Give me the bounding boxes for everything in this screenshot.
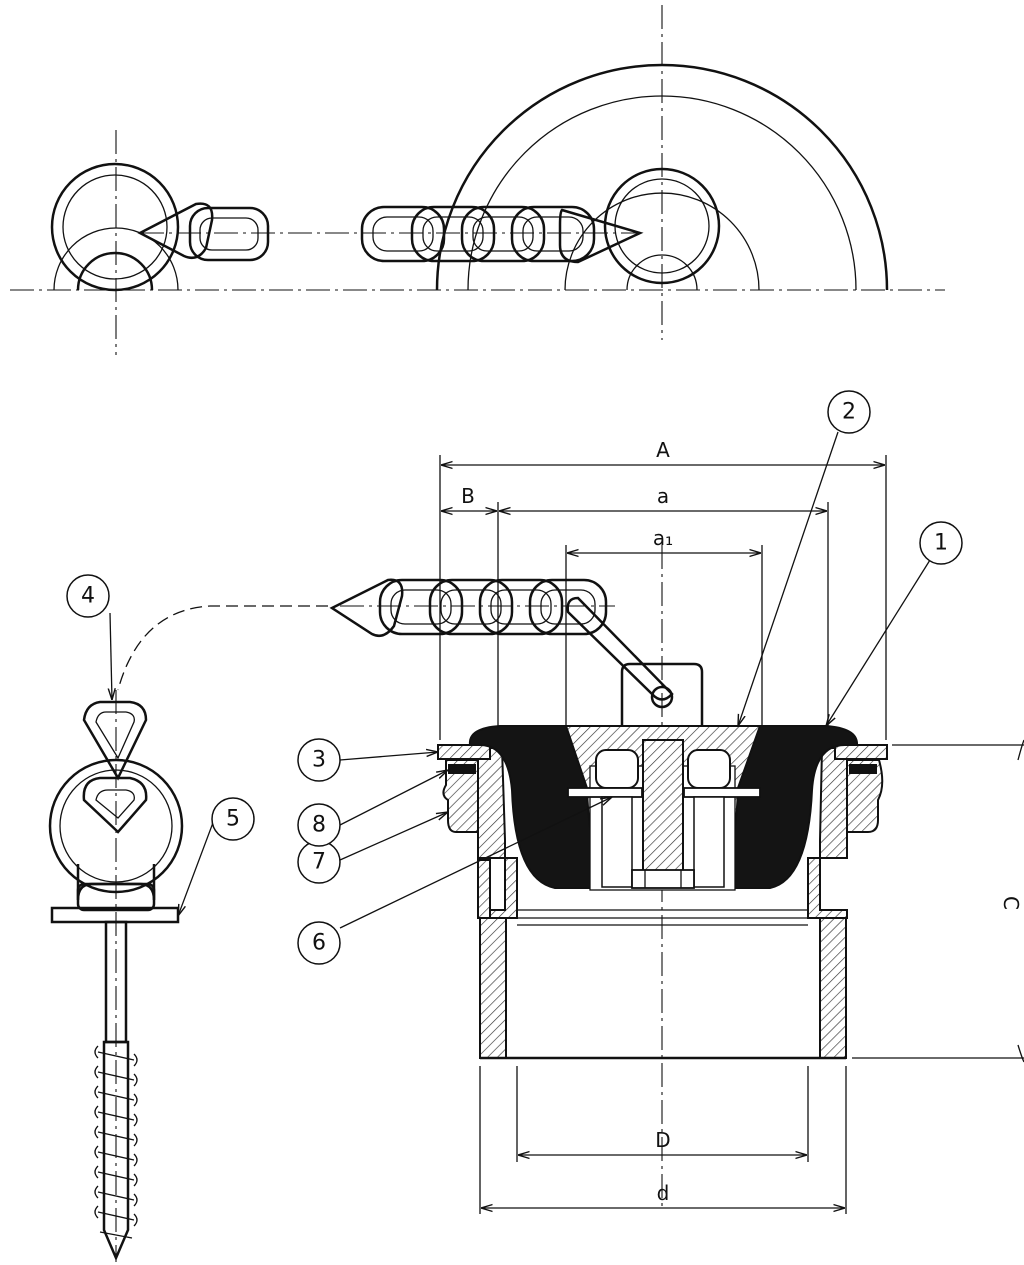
callout-6: 6 [297,921,341,965]
center-nut [631,869,695,889]
rim-plate-left [437,744,491,760]
cap-ring-outer [603,167,721,285]
rim-plate-right [834,744,888,760]
plug-stem [642,739,684,879]
svg-text:1: 1 [934,531,948,556]
dimension-lines [439,455,1024,1214]
bolt-left-shank [601,796,633,888]
svg-text:4: 4 [81,584,95,609]
bolt-right-shank [693,796,725,888]
mount-screw-head [76,251,154,291]
mount-ring-outer [50,162,180,292]
oring-right [849,764,877,774]
body-right-wall [819,747,848,859]
washer-left [567,787,643,798]
top-view [10,5,945,355]
dim-label-a1: a₁ [653,526,673,550]
body-left-wall [477,747,506,859]
washer-right [683,787,761,798]
callout-3: 3 [297,738,341,782]
dim-label-D: D [655,1128,670,1152]
svg-text:2: 2 [842,400,856,425]
handle-hole [650,685,674,709]
mount-washer-arc [53,227,179,291]
svg-text:3: 3 [312,748,326,773]
chain-connection-dashed [117,605,328,691]
callout-2: 2 [827,390,871,434]
svg-text:6: 6 [312,931,326,956]
cap-inner-arc [467,95,857,291]
flange-right [846,759,884,833]
body-right-bottom-wall [819,917,847,1059]
callout-5: 5 [211,797,255,841]
cap-boss-arc [564,192,760,291]
body-left-stub [477,859,491,919]
section-view: A B a a₁ C D d [117,438,1024,1214]
svg-text:5: 5 [226,807,240,832]
dim-label-C: C [999,896,1023,910]
bolt-left [595,749,639,789]
top-chain-left [137,202,270,262]
section-chain [329,578,615,637]
cap-outer-arc [435,63,889,291]
dim-label-B: B [461,484,475,508]
callout-8: 8 [297,803,341,847]
top-chain-right [360,205,644,264]
svg-text:7: 7 [312,850,326,875]
dim-label-a: a [657,484,669,508]
body-left-bottom-wall [479,917,507,1059]
oring-left [448,764,476,774]
svg-text:8: 8 [312,813,326,838]
chain-link-rod [566,596,674,701]
callout-1: 1 [919,521,963,565]
dim-label-d: d [657,1181,670,1205]
bolt-right [687,749,731,789]
cap-hub-arc [626,254,698,291]
leader-lines [110,431,931,929]
callout-4: 4 [66,574,110,618]
callout-7: 7 [297,840,341,884]
mount-ring-inner [62,174,168,280]
wall-mount [48,690,184,1262]
handle-tab [620,662,704,726]
body-right-neck [807,857,848,919]
dim-label-A: A [656,438,670,462]
